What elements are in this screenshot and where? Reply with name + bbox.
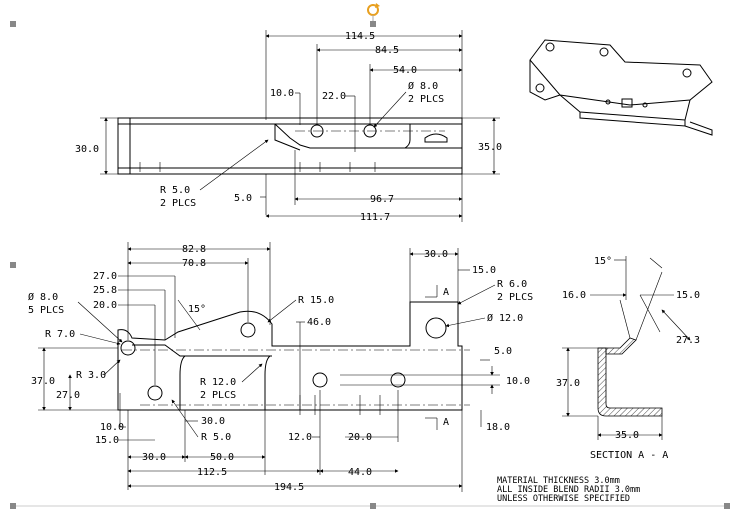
note-line-3: UNLESS OTHERWISE SPECIFIED [497, 494, 630, 504]
front-hole-qty: 5 PLCS [28, 305, 64, 316]
top-radius-qty: 2 PLCS [160, 198, 196, 209]
section-angle: 15° [594, 256, 612, 267]
section-a-bottom: A [443, 417, 449, 428]
handle-top-left[interactable] [10, 21, 16, 27]
dim-18: 18.0 [486, 422, 510, 433]
top-view: 114.5 84.5 54.0 10.0 22.0 Ø 8.0 2 PLCS 3… [75, 30, 502, 223]
rotate-icon[interactable] [367, 3, 380, 21]
dim-54-0: 54.0 [393, 65, 417, 76]
front-r5: R 5.0 [201, 432, 231, 443]
dim-20-bot: 20.0 [348, 432, 372, 443]
front-r3: R 3.0 [76, 370, 106, 381]
dim-46-0: 46.0 [307, 317, 331, 328]
front-hole-5 [390, 372, 406, 388]
handle-bottom-right[interactable] [724, 503, 730, 509]
front-hole-big [425, 317, 447, 339]
notes-block: MATERIAL THICKNESS 3.0mm ALL INSIDE BLEN… [497, 476, 640, 504]
dim-111-7: 111.7 [360, 212, 390, 223]
section-view: 15° 16.0 15.0 27.3 37.0 35.0 SECTION A -… [556, 256, 700, 461]
dim-12-bot: 12.0 [288, 432, 312, 443]
dim-84-5: 84.5 [375, 45, 399, 56]
dim-114-5: 114.5 [345, 31, 375, 42]
top-hole-qty: 2 PLCS [408, 94, 444, 105]
front-r12-qty: 2 PLCS [200, 390, 236, 401]
dim-96-7: 96.7 [370, 194, 394, 205]
dim-35-0: 35.0 [478, 142, 502, 153]
dim-50-0: 50.0 [210, 452, 234, 463]
handle-top-center[interactable] [370, 21, 376, 27]
dim-194-5: 194.5 [274, 482, 304, 493]
dim-30-0-top: 30.0 [75, 144, 99, 155]
handle-bottom-left[interactable] [10, 503, 16, 509]
front-hole-dia: Ø 8.0 [28, 291, 58, 303]
dim-27-0: 27.0 [93, 271, 117, 282]
dim-15-top: 15.0 [472, 265, 496, 276]
dim-10-0: 10.0 [270, 88, 294, 99]
dim-30-mid: 30.0 [201, 416, 225, 427]
dim-27-left: 27.0 [56, 390, 80, 401]
dim-44-0: 44.0 [348, 467, 372, 478]
front-d12: Ø 12.0 [487, 312, 523, 324]
dim-22-0: 22.0 [322, 91, 346, 102]
section-16: 16.0 [562, 290, 586, 301]
front-hole-3 [147, 385, 163, 401]
isometric-view [529, 39, 713, 136]
section-35: 35.0 [615, 430, 639, 441]
handle-middle-left[interactable] [10, 262, 16, 268]
dim-5-0-top: 5.0 [234, 193, 252, 204]
top-hole-dia: Ø 8.0 [408, 80, 438, 92]
dim-30-bot: 30.0 [142, 452, 166, 463]
front-r6: R 6.0 [497, 279, 527, 290]
dim-20-0: 20.0 [93, 300, 117, 311]
front-hole-4 [312, 372, 328, 388]
note-line-2: ALL INSIDE BLEND RADII 3.0mm [497, 485, 640, 495]
front-r6-qty: 2 PLCS [497, 292, 533, 303]
front-r12: R 12.0 [200, 377, 236, 388]
section-title: SECTION A - A [590, 450, 668, 461]
dim-112-5: 112.5 [197, 467, 227, 478]
dim-37-front: 37.0 [31, 376, 55, 387]
dim-10-right: 10.0 [506, 376, 530, 387]
section-15: 15.0 [676, 290, 700, 301]
selection-handles[interactable] [10, 3, 730, 509]
front-hole-1 [120, 340, 136, 356]
front-r15: R 15.0 [298, 295, 334, 306]
dim-5-right: 5.0 [494, 346, 512, 357]
section-37: 37.0 [556, 378, 580, 389]
section-27-3: 27.3 [676, 335, 700, 346]
handle-bottom-center[interactable] [370, 503, 376, 509]
dim-30-top: 30.0 [424, 249, 448, 260]
dim-70-8: 70.8 [182, 258, 206, 269]
front-angle-15: 15° [188, 304, 206, 315]
front-r7: R 7.0 [45, 329, 75, 340]
front-hole-2 [240, 322, 256, 338]
dim-25-8: 25.8 [93, 285, 117, 296]
dim-10-left: 10.0 [100, 422, 124, 433]
front-view: 82.8 70.8 27.0 25.8 20.0 Ø 8.0 5 PLCS R … [28, 242, 533, 493]
note-line-1: MATERIAL THICKNESS 3.0mm [497, 476, 620, 486]
dim-15-left: 15.0 [95, 435, 119, 446]
top-radius: R 5.0 [160, 185, 190, 196]
dim-82-8: 82.8 [182, 244, 206, 255]
section-a-top: A [443, 287, 449, 298]
